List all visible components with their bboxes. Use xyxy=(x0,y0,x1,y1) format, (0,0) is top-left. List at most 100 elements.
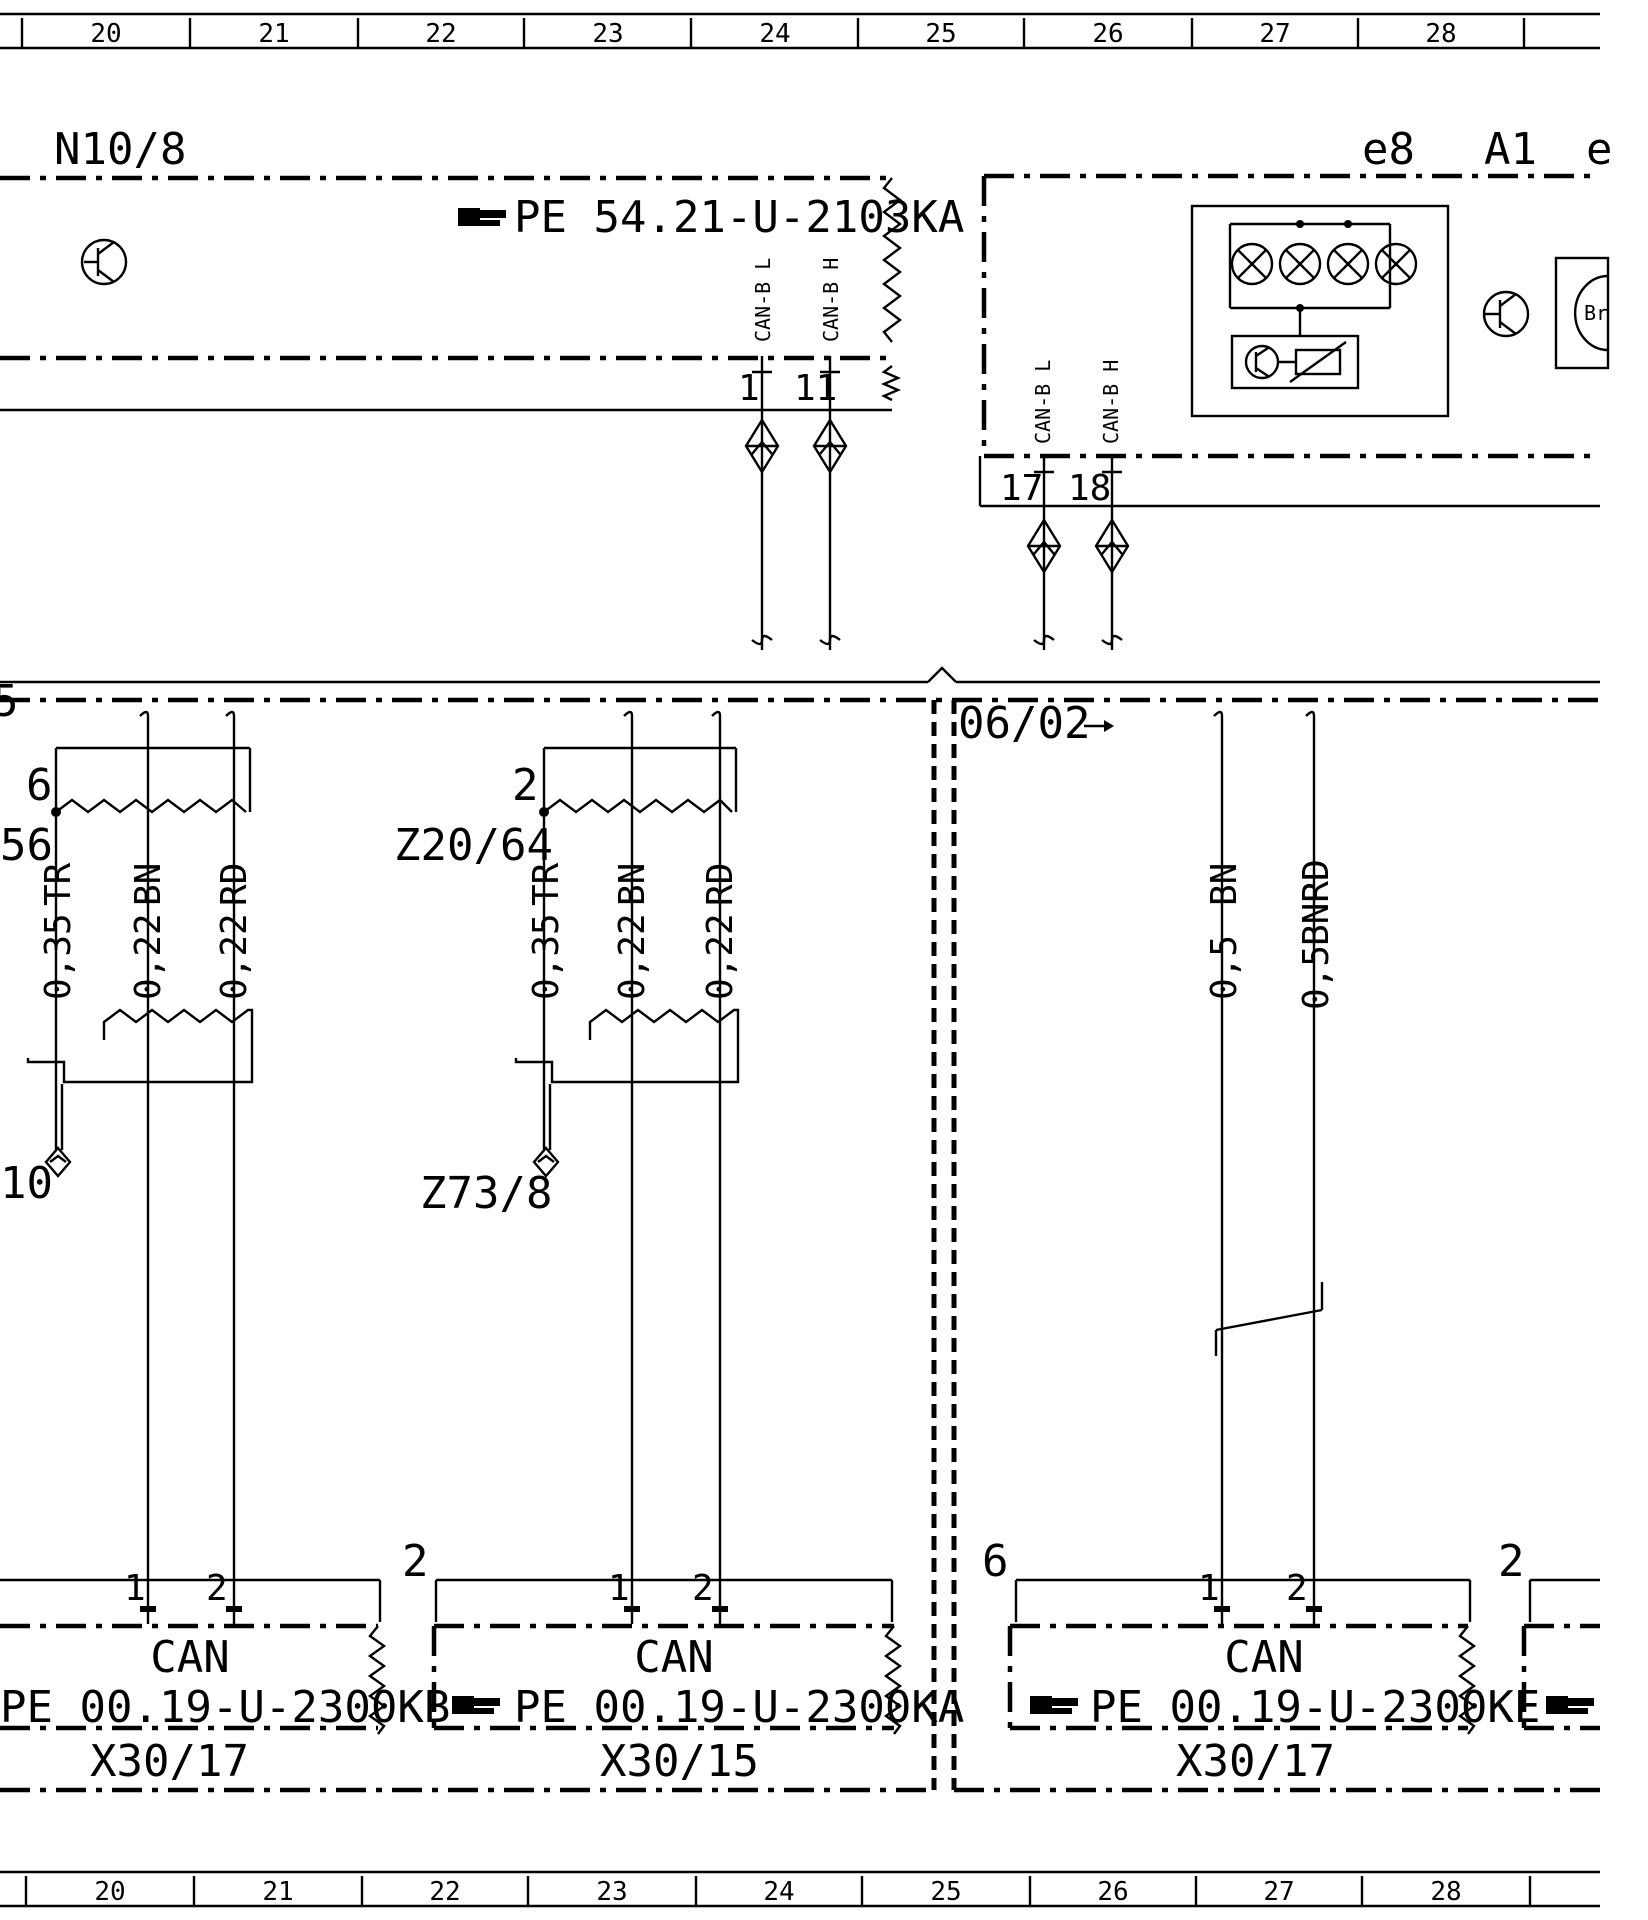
pin-signal-label: CAN-B H xyxy=(1099,360,1123,444)
wire-color: BN xyxy=(128,863,169,906)
date-marker: 06/02 xyxy=(958,698,1090,749)
connector-reference: PE 00.19-U-2300KB xyxy=(0,1682,450,1733)
a1-pin-can-b-l: CAN-B L 17 xyxy=(1000,360,1062,650)
reference-hand-icon xyxy=(1030,1696,1078,1714)
grid-col-26: 26 xyxy=(1097,1877,1128,1907)
wire-size: 0,22 xyxy=(128,913,169,1000)
a1-e-label: e xyxy=(1586,124,1613,175)
grid-col-20: 20 xyxy=(90,19,121,49)
connector-pin-number: 1 xyxy=(124,1568,146,1609)
cable-left-partial: 6 56 TR 0,35 BN 0,22 RD 0,22 10 xyxy=(0,710,255,1600)
connector-bus: CAN xyxy=(634,1632,713,1683)
grid-col-22: 22 xyxy=(425,19,456,49)
arrow-right-icon xyxy=(1084,720,1114,732)
a1-partial-label: Br xyxy=(1584,301,1608,325)
wire-size: 0,35 xyxy=(526,913,567,1000)
n10-8-pin-can-b-l: CAN-B L 1 xyxy=(738,258,780,650)
n10-8-label: N10/8 xyxy=(54,124,186,175)
connector-x30-15-ka: 2 1 2 CAN PE 00.19-U-2300KA X30/15 xyxy=(402,1536,964,1787)
pin-signal-label: CAN-B H xyxy=(819,258,843,342)
wire-bn: BN 0,22 xyxy=(128,863,169,1000)
connector-bus: CAN xyxy=(1224,1632,1303,1683)
transistor-icon xyxy=(80,238,128,286)
pin-number: 1 xyxy=(738,368,760,409)
a1-pin-can-b-h: CAN-B H 18 xyxy=(1068,360,1130,650)
grid-col-25: 25 xyxy=(930,1877,961,1907)
connector-pin-number: 2 xyxy=(1286,1568,1308,1609)
wire-rd: RD 0,22 xyxy=(214,863,255,1000)
connector-id: X30/15 xyxy=(600,1736,759,1787)
connector-pin-number: 1 xyxy=(1198,1568,1220,1609)
grid-col-23: 23 xyxy=(596,1877,627,1907)
wire-color: BN xyxy=(612,863,653,906)
module-a1: e8 A1 e xyxy=(978,124,1613,650)
wire-color: RD xyxy=(700,863,741,906)
cable-z20-64: 2 Z20/64 TR 0,35 BN 0,22 RD 0,22 Z73/8 xyxy=(394,710,741,1600)
connector-bus: CAN xyxy=(150,1632,229,1683)
connector-pin-number: 1 xyxy=(608,1568,630,1609)
wire-size: 0,22 xyxy=(612,913,653,1000)
connector-id: X30/17 xyxy=(90,1736,249,1787)
wire-bnrd: BNRD 0,5 xyxy=(1296,859,1337,1010)
grid-col-21: 21 xyxy=(262,1877,293,1907)
wire-tr: TR 0,35 xyxy=(38,862,79,1000)
grid-col-25: 25 xyxy=(925,19,956,49)
a1-e8-label: e8 xyxy=(1362,124,1415,175)
bottom-grid-ruler: 20 21 22 23 24 25 26 27 28 xyxy=(0,1870,1600,1908)
pin-signal-label: CAN-B L xyxy=(1031,360,1055,444)
wire-bn: BN 0,22 xyxy=(612,863,653,1000)
pin-number: 18 xyxy=(1068,468,1111,509)
splice-label: 56 xyxy=(0,820,53,871)
shield-pin-number: 6 xyxy=(26,760,53,811)
connector-side-pin: 6 xyxy=(982,1536,1009,1587)
connector-x30-17-kb: 1 2 CAN PE 00.19-U-2300KB X30/17 xyxy=(0,1568,450,1787)
indicator-lamps-block xyxy=(1190,204,1450,418)
wire-size: 0,5 xyxy=(1296,945,1337,1010)
transistor-icon xyxy=(1244,344,1280,380)
grid-col-26: 26 xyxy=(1092,19,1123,49)
grid-col-24: 24 xyxy=(763,1877,794,1907)
reference-hand-icon xyxy=(458,208,506,226)
grid-col-23: 23 xyxy=(592,19,623,49)
wire-color: RD xyxy=(214,863,255,906)
pin-signal-label: CAN-B L xyxy=(751,258,775,342)
top-grid-ruler: 20 21 22 23 24 25 26 27 28 xyxy=(0,12,1600,50)
wire-color: TR xyxy=(38,862,79,906)
reference-hand-icon xyxy=(1546,1696,1594,1714)
connector-pin-number: 2 xyxy=(206,1568,228,1609)
connector-x30-17-ke: 6 1 2 CAN PE 00.19-U-2300KE X30/17 xyxy=(982,1536,1540,1787)
connector-edge-partial: 2 xyxy=(1498,1536,1600,1731)
lamp-icon xyxy=(1326,242,1370,286)
wire-tr: TR 0,35 xyxy=(526,862,567,1000)
grid-col-21: 21 xyxy=(258,19,289,49)
right-wire-group: 06/02 BN 0,5 BNRD 0,5 xyxy=(958,698,1337,1600)
connector-id: X30/17 xyxy=(1176,1736,1335,1787)
left-edge-label: 5 xyxy=(0,676,19,727)
wire-color: BN xyxy=(1204,863,1245,906)
transistor-icon xyxy=(1482,290,1530,338)
lamp-icon xyxy=(1374,242,1418,286)
shield-pin-number: 2 xyxy=(512,760,539,811)
connector-reference: PE 00.19-U-2300KE xyxy=(1090,1682,1540,1733)
grid-col-28: 28 xyxy=(1430,1877,1461,1907)
wire-size: 0,22 xyxy=(700,913,741,1000)
wire-color: TR xyxy=(526,862,567,906)
splice-label: Z20/64 xyxy=(394,820,553,871)
reference-hand-icon xyxy=(452,1696,500,1714)
wire-color: BNRD xyxy=(1296,859,1337,946)
wire-size: 0,35 xyxy=(38,913,79,1000)
a1-label: A1 xyxy=(1484,124,1537,175)
connector-reference: PE 00.19-U-2300KA xyxy=(514,1682,964,1733)
variable-resistor-icon xyxy=(1278,341,1347,383)
wire-rd: RD 0,22 xyxy=(700,863,741,1000)
ground-label: 10 xyxy=(0,1158,53,1209)
connector-pin-number: 2 xyxy=(692,1568,714,1609)
grid-col-22: 22 xyxy=(429,1877,460,1907)
wire-size: 0,5 xyxy=(1204,935,1245,1000)
grid-col-20: 20 xyxy=(94,1877,125,1907)
pin-number: 17 xyxy=(1000,468,1043,509)
ground-label: Z73/8 xyxy=(420,1168,552,1219)
module-n10-8: N10/8 PE 54.21-U-2103KA CAN-B L 1 xyxy=(0,124,964,650)
twist-marker xyxy=(1214,1282,1324,1356)
